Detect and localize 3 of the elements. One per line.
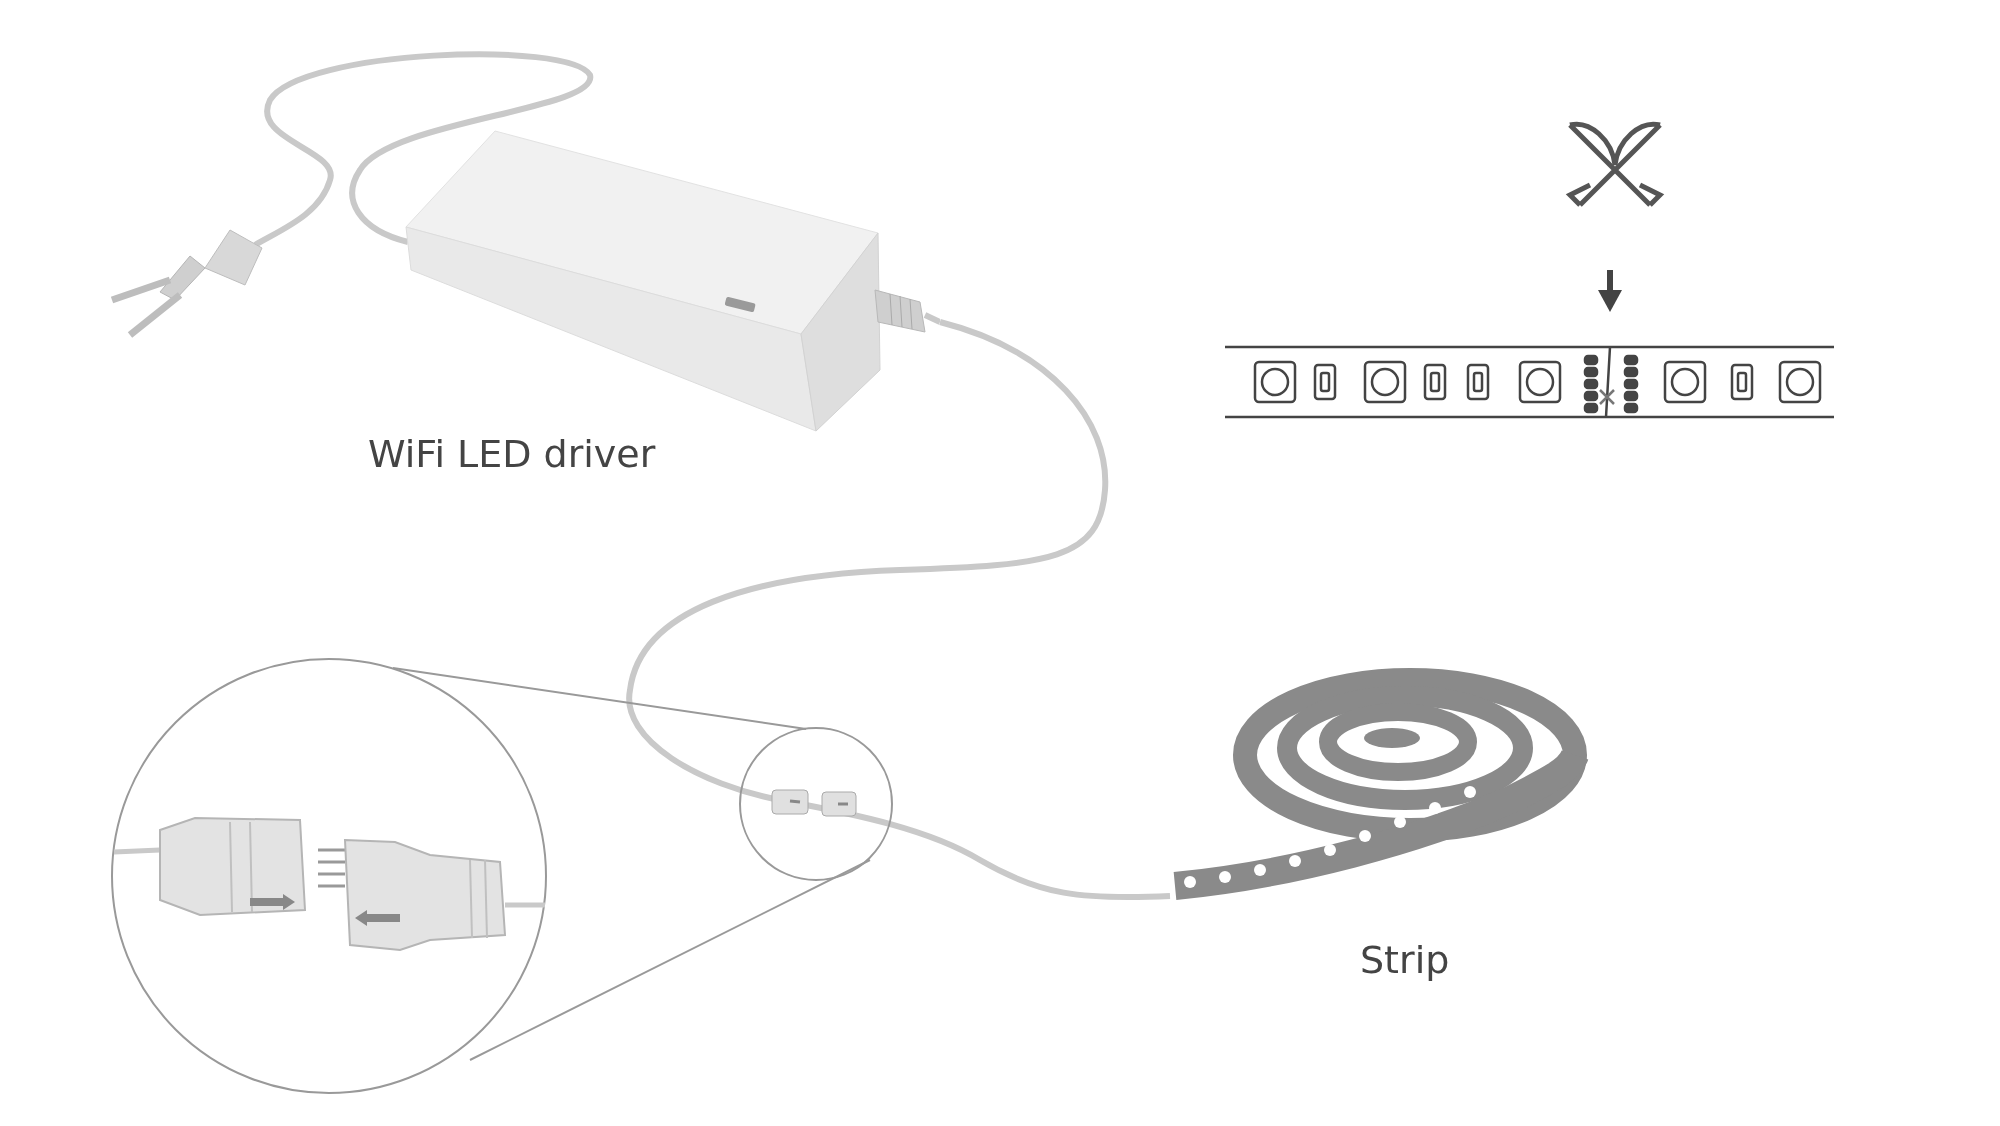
component-label: WiFi LED driver [368, 431, 656, 478]
component-label: Strip [1360, 937, 1450, 984]
cable [626, 319, 1171, 901]
